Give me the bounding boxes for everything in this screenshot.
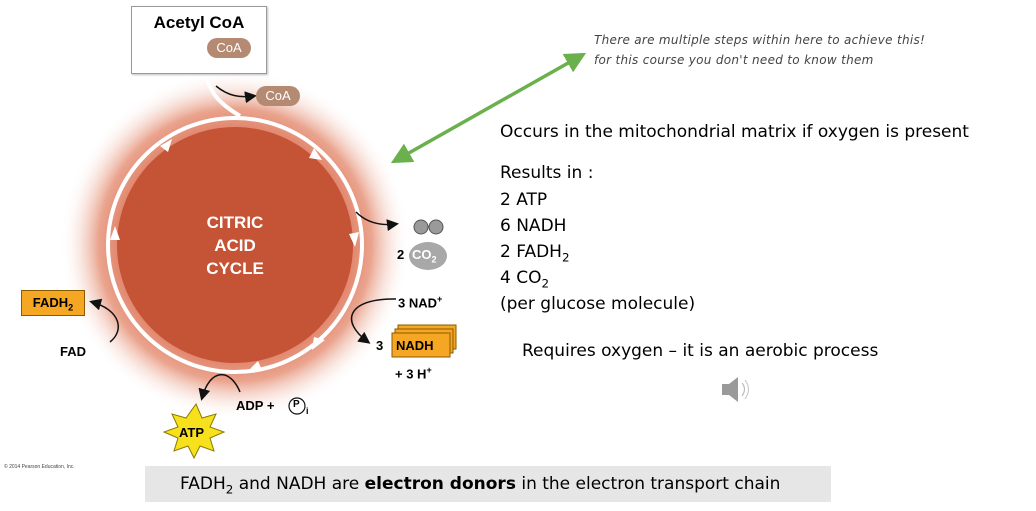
results-heading: Results in :: [500, 163, 594, 183]
cycle-label: CITRIC ACID CYCLE: [170, 211, 300, 280]
acetyl-coa-title: Acetyl CoA: [153, 13, 245, 32]
ring-arrow-2: [349, 232, 359, 247]
fadh2-box: FADH2: [21, 290, 85, 316]
nadh-stack: [391, 332, 451, 358]
coa-released-pill: CoA: [256, 86, 300, 106]
nadh-label: NADH: [396, 338, 434, 353]
ring-arrow-5: [110, 226, 120, 240]
ring-arrow-1: [309, 148, 322, 160]
copyright: © 2014 Pearson Education, Inc.: [4, 464, 75, 470]
fad-arrow: [89, 298, 119, 343]
ring-arrow-3: [312, 337, 325, 350]
coa-release-arrow: [215, 85, 257, 104]
cycle-center: [117, 127, 353, 363]
green-double-arrow: [390, 52, 587, 164]
pi-subscript: i: [306, 406, 309, 416]
nad-label: 3 NAD+: [398, 294, 443, 311]
note: There are multiple steps within here to …: [594, 30, 1014, 70]
cycle-label-line2: ACID: [214, 236, 256, 255]
adp-label: ADP +: [236, 398, 275, 413]
pi-circle: [288, 397, 306, 415]
cycle-label-line3: CYCLE: [206, 259, 264, 278]
result-nadh: 6 NADH: [500, 216, 567, 236]
result-fadh2: 2 FADH2: [500, 242, 570, 265]
footer-text: FADH2 and NADH are electron donors in th…: [180, 474, 781, 497]
co2-bubble: [409, 242, 447, 270]
result-co2: 4 CO2: [500, 268, 550, 291]
nad-arrow: [350, 298, 397, 344]
cycle-ring: [106, 116, 364, 374]
location-text: Occurs in the mitochondrial matrix if ox…: [500, 122, 969, 142]
co2-arrow: [355, 211, 399, 232]
co2-coefficient: 2: [397, 247, 405, 262]
requires-oxygen: Requires oxygen – it is an aerobic proce…: [522, 341, 879, 361]
ring-arrow-6: [160, 139, 172, 152]
atp-star: [162, 402, 226, 460]
pi-label: P: [293, 399, 300, 410]
atp-arrow: [198, 374, 241, 401]
cycle-label-line1: CITRIC: [206, 213, 264, 232]
note-line1: There are multiple steps within here to …: [594, 33, 926, 47]
speaker-icon: [722, 377, 750, 402]
note-line2: for this course you don't need to know t…: [594, 53, 874, 67]
per-glucose: (per glucose molecule): [500, 294, 696, 314]
co2-label: CO2: [412, 247, 437, 265]
footer-bar: [145, 466, 831, 502]
fad-label: FAD: [60, 344, 86, 359]
result-atp: 2 ATP: [500, 190, 548, 210]
acetyl-entry-arrow: [203, 71, 242, 118]
co2-molecule: [413, 219, 429, 235]
h-label: + 3 H+: [395, 365, 432, 382]
coa-pill: CoA: [207, 38, 251, 58]
nadh-coefficient: 3: [376, 338, 384, 353]
ring-arrow-4: [248, 361, 262, 371]
co2-molecule: [428, 219, 444, 235]
atp-label: ATP: [179, 425, 205, 440]
